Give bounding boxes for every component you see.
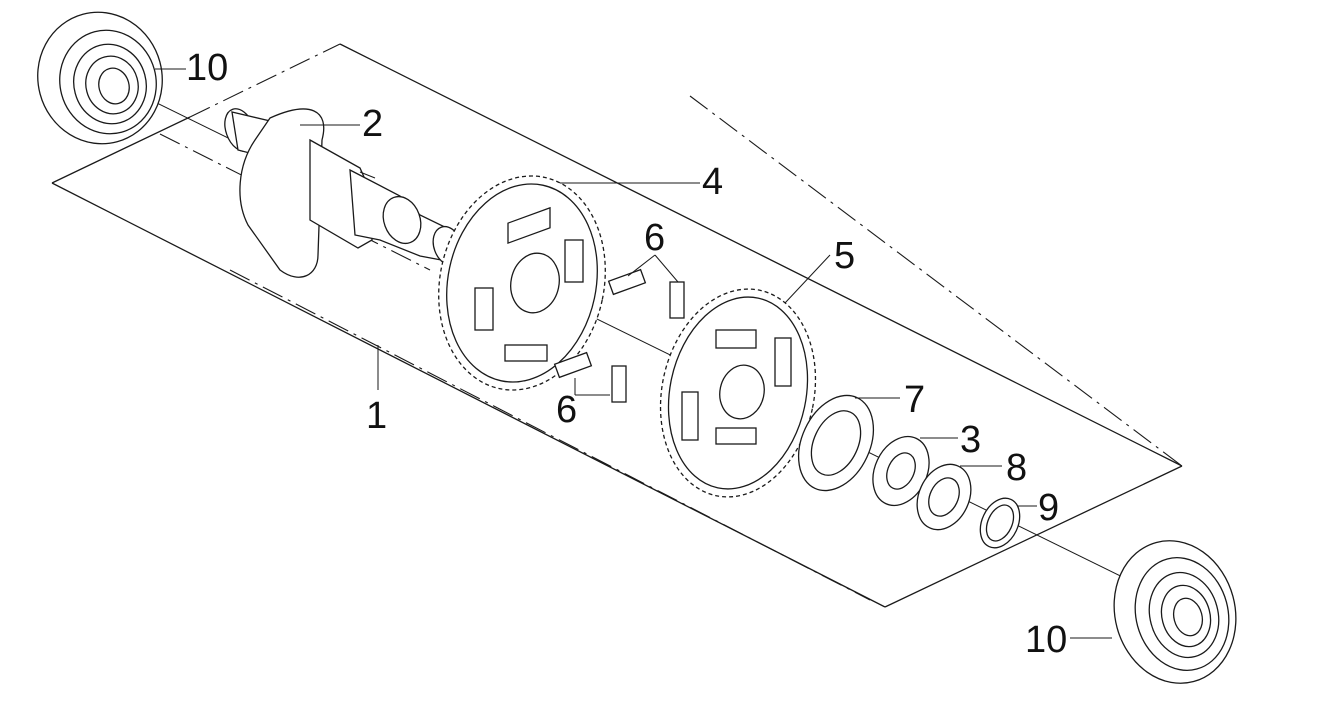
callout-1: 1 — [366, 395, 387, 437]
callout-4: 4 — [702, 161, 723, 203]
gear-4 — [438, 175, 606, 391]
callout-7: 7 — [904, 379, 925, 421]
bearing-top-left — [37, 11, 163, 145]
callout-10-bottom: 10 — [1025, 619, 1067, 661]
callout-labels: 10 2 4 6 5 1 6 7 3 8 9 10 — [186, 47, 1067, 661]
leader-lines — [155, 68, 1112, 639]
callout-10-top: 10 — [186, 47, 228, 89]
callout-5: 5 — [834, 235, 855, 277]
callout-8: 8 — [1006, 447, 1027, 489]
callout-3: 3 — [960, 419, 981, 461]
callout-6-bottom: 6 — [556, 389, 577, 431]
washer-8 — [916, 463, 972, 531]
callout-2: 2 — [362, 103, 383, 145]
callout-6-top: 6 — [644, 217, 665, 259]
camshaft — [224, 108, 464, 278]
bearing-bottom-right — [1113, 540, 1237, 684]
springs — [553, 268, 685, 403]
gear-5 — [659, 288, 817, 498]
circlip-9 — [979, 497, 1021, 549]
callout-9: 9 — [1038, 487, 1059, 529]
